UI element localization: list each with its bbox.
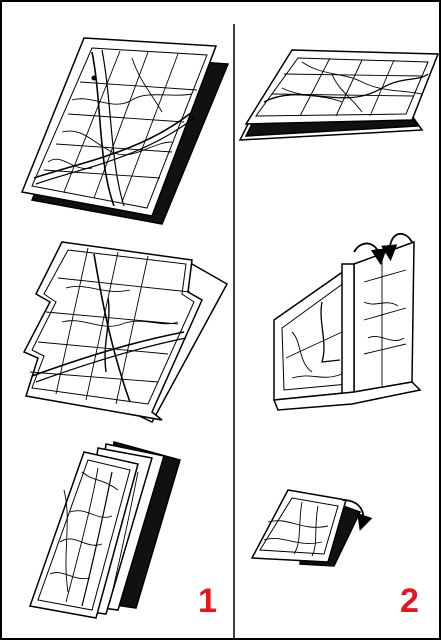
- map-ufold-right: [274, 234, 420, 410]
- map-strip-left: [30, 442, 180, 618]
- map-flat-left: [22, 38, 228, 224]
- step-number-2: 2: [400, 584, 419, 618]
- map-booklet-right: [252, 490, 363, 566]
- step-number-1: 1: [198, 584, 217, 618]
- map-accordion-left: [24, 242, 227, 422]
- map-flat-right: [240, 50, 438, 140]
